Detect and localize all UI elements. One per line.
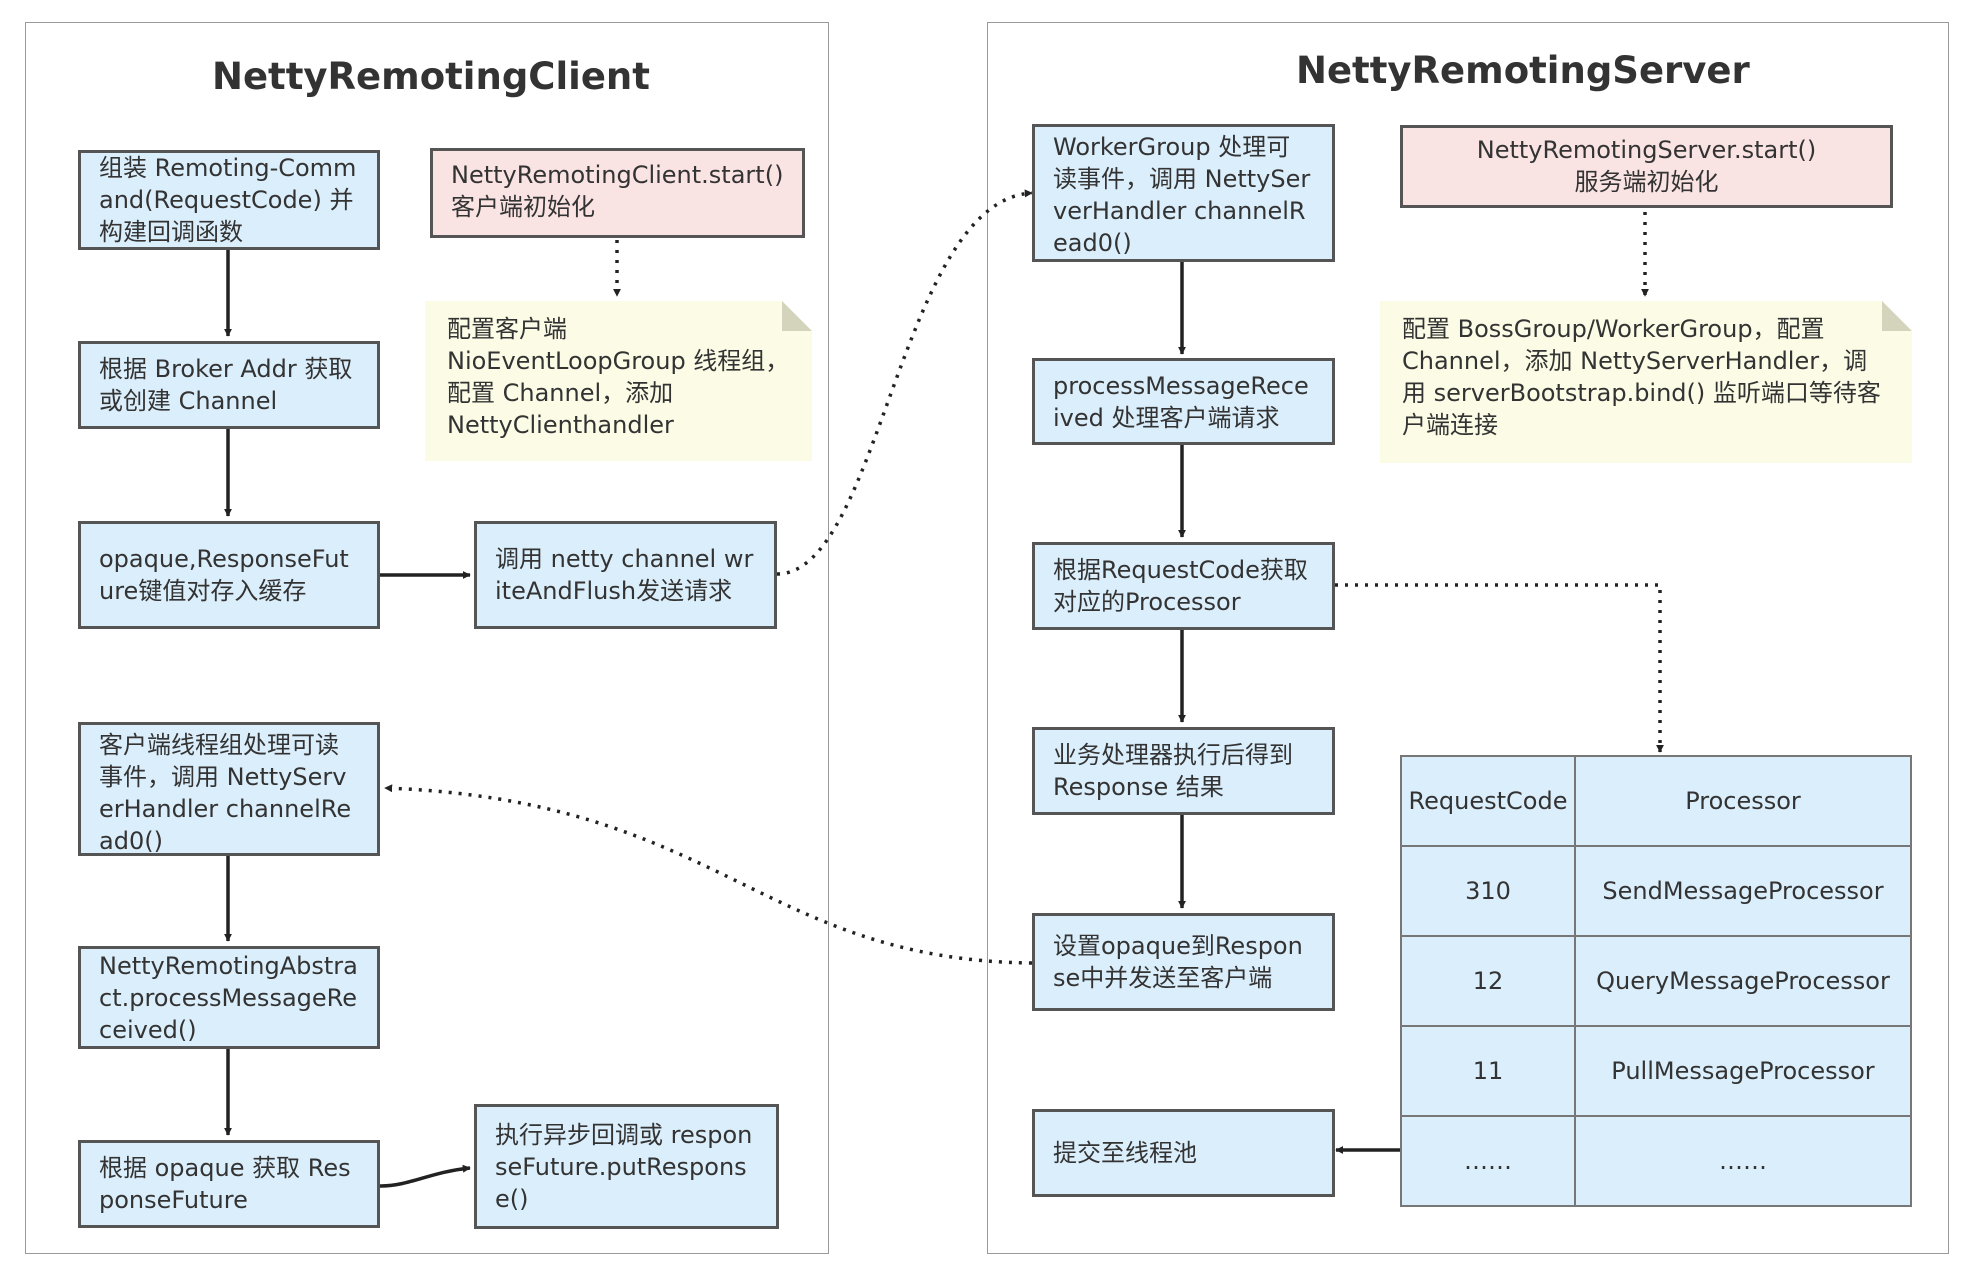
client-start-sub: 客户端初始化 (451, 193, 595, 221)
server-respond-box: 设置opaque到Response中并发送至客户端 (1032, 913, 1335, 1011)
server-start-box: NettyRemotingServer.start() 服务端初始化 (1400, 125, 1893, 208)
client-callback-box: 执行异步回调或 responseFuture.putResponse() (474, 1104, 779, 1229)
server-execute-box: 业务处理器执行后得到 Response 结果 (1032, 727, 1335, 815)
table-header-requestcode: RequestCode (1400, 755, 1576, 847)
client-note: 配置客户端 NioEventLoopGroup 线程组，配置 Channel，添… (425, 301, 812, 461)
client-note-text: 配置客户端 NioEventLoopGroup 线程组，配置 Channel，添… (447, 315, 790, 439)
table-cell-code: 11 (1400, 1025, 1576, 1117)
client-get-channel-box: 根据 Broker Addr 获取或创建 Channel (78, 341, 380, 429)
table-row: …… …… (1400, 1115, 1912, 1207)
server-title: NettyRemotingServer (1296, 49, 1750, 92)
arrow-respond-to-read (384, 784, 1033, 965)
table-cell-processor: PullMessageProcessor (1574, 1025, 1912, 1117)
arrow-send-to-worker (776, 189, 1033, 576)
table-header-processor: Processor (1574, 755, 1912, 847)
server-start-sub: 服务端初始化 (1574, 168, 1719, 196)
client-send-box: 调用 netty channel writeAndFlush发送请求 (474, 521, 777, 629)
client-start-box: NettyRemotingClient.start() 客户端初始化 (430, 148, 805, 238)
server-note: 配置 BossGroup/WorkerGroup，配置 Channel，添加 N… (1380, 301, 1912, 463)
server-get-processor-box: 根据RequestCode获取对应的Processor (1032, 542, 1335, 630)
client-start-label: NettyRemotingClient.start() (451, 161, 784, 189)
client-process-box: NettyRemotingAbstract.processMessageRece… (78, 946, 380, 1049)
server-note-text: 配置 BossGroup/WorkerGroup，配置 Channel，添加 N… (1402, 315, 1881, 439)
client-cache-box: opaque,ResponseFuture键值对存入缓存 (78, 521, 380, 629)
table-cell-processor: QueryMessageProcessor (1574, 935, 1912, 1027)
table-cell-processor: SendMessageProcessor (1574, 845, 1912, 937)
table-cell-code: 12 (1400, 935, 1576, 1027)
table-header-row: RequestCode Processor (1400, 755, 1912, 847)
client-title: NettyRemotingClient (212, 55, 650, 98)
note-fold (782, 301, 812, 331)
server-worker-box: WorkerGroup 处理可读事件，调用 NettyServerHandler… (1032, 124, 1335, 262)
arrow-processor-to-table (1335, 583, 1664, 753)
note-fold (1882, 301, 1912, 331)
server-process-box: processMessageReceived 处理客户端请求 (1032, 358, 1335, 445)
arrow-future-to-callback (379, 1164, 471, 1188)
client-assemble-box: 组装 Remoting-Command(RequestCode) 并构建回调函数 (78, 150, 380, 250)
table-cell-code: 310 (1400, 845, 1576, 937)
table-row: 310 SendMessageProcessor (1400, 845, 1912, 937)
table-row: 12 QueryMessageProcessor (1400, 935, 1912, 1027)
server-start-label: NettyRemotingServer.start() (1476, 136, 1817, 164)
table-row: 11 PullMessageProcessor (1400, 1025, 1912, 1117)
server-submit-box: 提交至线程池 (1032, 1109, 1335, 1197)
request-code-table: RequestCode Processor 310 SendMessagePro… (1400, 755, 1912, 1207)
client-read-box: 客户端线程组处理可读事件，调用 NettyServerHandler chann… (78, 722, 380, 856)
table-cell-code: …… (1400, 1115, 1576, 1207)
client-get-future-box: 根据 opaque 获取 ResponseFuture (78, 1140, 380, 1228)
table-cell-processor: …… (1574, 1115, 1912, 1207)
